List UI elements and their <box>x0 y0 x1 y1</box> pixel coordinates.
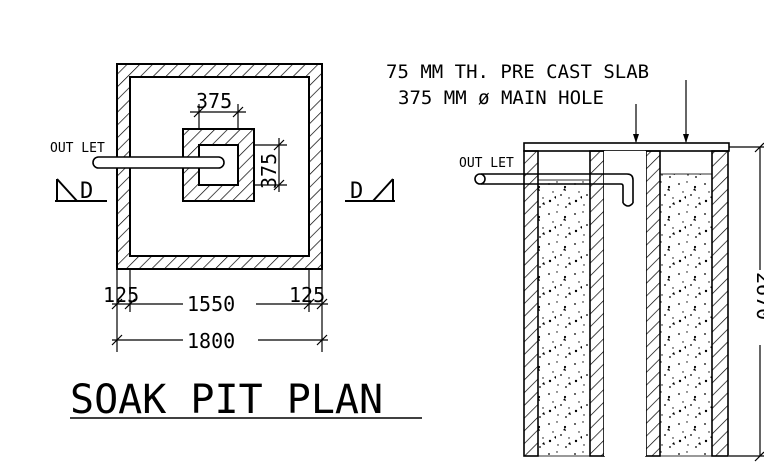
dim-inner-width: 125 1550 125 <box>103 269 328 352</box>
slab-leader <box>683 80 689 143</box>
plan-outlet-pipe <box>92 156 225 169</box>
section-outlet-pipe <box>474 173 634 207</box>
dim-inner-opening-vertical-text: 375 <box>257 153 281 189</box>
dim-outer-width-text: 1800 <box>187 329 235 353</box>
soak-pit-section: 75 MM TH. PRE CAST SLAB 375 MM ø MAIN HO… <box>386 61 764 462</box>
dim-inner-opening: 375 <box>190 89 246 129</box>
plan-title: SOAK PIT PLAN <box>70 377 383 423</box>
section-wall-inner-right <box>645 150 661 457</box>
section-marker-right: D <box>345 178 395 204</box>
precast-slab <box>523 142 730 152</box>
section-wall-inner-left <box>589 150 605 457</box>
dim-inner-width-text: 1550 <box>187 292 235 316</box>
section-manhole-shaft <box>604 151 646 456</box>
dim-wall-left-text: 125 <box>103 283 139 307</box>
filter-media-right <box>659 173 713 457</box>
plan-outlet-label: OUT LET <box>50 141 105 156</box>
dim-outer-width: 1800 <box>111 329 328 353</box>
filter-media-left <box>537 179 591 457</box>
section-marker-right-label: D <box>350 179 363 204</box>
section-outlet-label: OUT LET <box>459 156 514 171</box>
dim-inner-opening-vertical: 375 <box>254 138 287 192</box>
section-marker-left-label: D <box>80 179 93 204</box>
dim-section-depth: 2670 <box>729 142 764 462</box>
section-wall-outer-right <box>711 150 729 457</box>
dim-section-depth-text: 2670 <box>752 272 764 320</box>
plan-manhole-ring <box>182 128 255 202</box>
dim-inner-opening-text: 375 <box>196 89 232 113</box>
section-wall-outer-left <box>523 150 539 457</box>
manhole-leader <box>633 104 639 143</box>
soak-pit-plan: OUT LET D D 375 <box>50 63 422 423</box>
dim-wall-right-text: 125 <box>289 283 325 307</box>
manhole-note: 375 MM ø MAIN HOLE <box>398 87 604 109</box>
slab-note: 75 MM TH. PRE CAST SLAB <box>386 61 649 83</box>
section-marker-left: D <box>55 178 107 204</box>
